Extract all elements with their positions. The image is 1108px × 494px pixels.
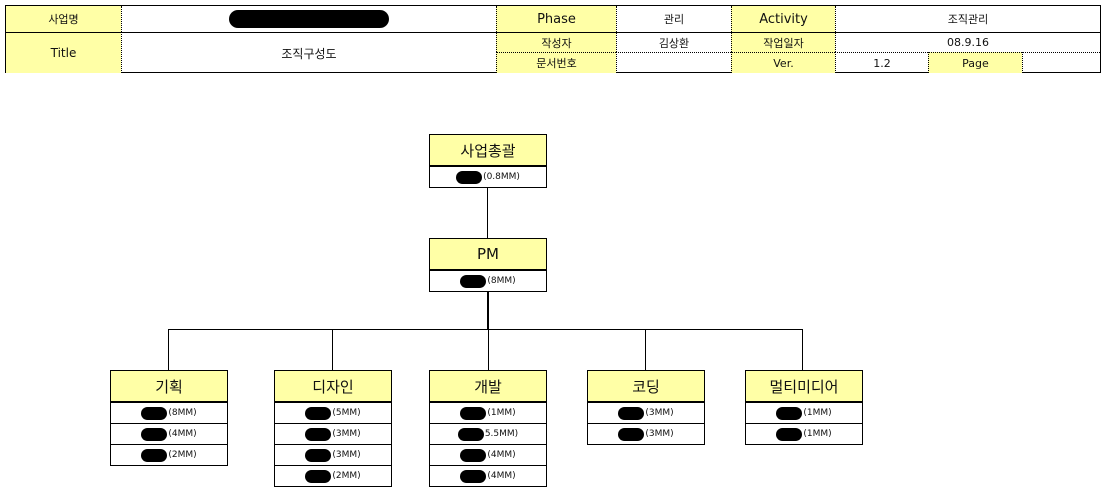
org-box-title: 코딩 <box>588 371 704 402</box>
document-header-table: 사업명 Phase 관리 Activity 조직관리 Title 조직구성도 작… <box>5 5 1101 73</box>
member-mm: (1MM) <box>487 408 516 418</box>
connector-top-pm <box>487 186 488 238</box>
member-row: (5MM) <box>275 402 391 423</box>
page-label: Page <box>928 52 1022 73</box>
redacted-name <box>460 274 487 288</box>
redacted-name <box>305 427 332 441</box>
org-box-multimedia: 멀티미디어 (1MM) (1MM) <box>745 370 863 445</box>
phase-label: Phase <box>496 6 616 32</box>
redacted-name <box>141 406 168 420</box>
redacted-project-name <box>229 10 389 28</box>
org-box-title: 디자인 <box>275 371 391 402</box>
member-mm: (2MM) <box>168 450 197 460</box>
redacted-name <box>618 406 645 420</box>
org-box-design: 디자인 (5MM) (3MM) (3MM) (2MM) <box>274 370 392 487</box>
project-name-cell <box>121 6 496 32</box>
member-mm: (2MM) <box>332 471 361 481</box>
title-label: Title <box>6 32 121 73</box>
member-mm: (3MM) <box>645 429 674 439</box>
member-row: (2MM) <box>275 465 391 486</box>
member-row: (1MM) <box>430 402 546 423</box>
member-row: (8MM) <box>111 402 227 423</box>
redacted-name <box>460 406 487 420</box>
member-mm: (3MM) <box>332 429 361 439</box>
member-mm: (8MM) <box>487 276 516 286</box>
org-box-title: 사업총괄 <box>430 135 546 166</box>
org-box-executive: 사업총괄 (0.8MM) <box>429 134 547 188</box>
member-row: (3MM) <box>588 423 704 444</box>
org-box-pm: PM (8MM) <box>429 238 547 292</box>
member-mm: (5MM) <box>332 408 361 418</box>
member-mm: (3MM) <box>645 408 674 418</box>
redacted-name <box>305 448 332 462</box>
version-value: 1.2 <box>835 52 928 73</box>
member-mm: (4MM) <box>168 429 197 439</box>
member-row: (3MM) <box>275 423 391 444</box>
org-box-planning: 기획 (8MM) (4MM) (2MM) <box>110 370 228 466</box>
member-row: (4MM) <box>430 465 546 486</box>
member-row: (4MM) <box>111 423 227 444</box>
author-value: 김상환 <box>616 32 731 52</box>
member-mm: (4MM) <box>487 471 516 481</box>
doc-number-label: 문서번호 <box>496 52 616 73</box>
member-mm: (0.8MM) <box>483 172 520 182</box>
member-mm: (1MM) <box>803 408 832 418</box>
org-box-title: 개발 <box>430 371 546 402</box>
member-row: (2MM) <box>111 444 227 465</box>
redacted-name <box>305 406 332 420</box>
member-mm: (1MM) <box>803 429 832 439</box>
redacted-name <box>141 427 168 441</box>
org-box-title: PM <box>430 239 546 270</box>
member-row: (3MM) <box>275 444 391 465</box>
member-row: 5.5MM) <box>430 423 546 444</box>
member-row: (1MM) <box>746 402 862 423</box>
redacted-name <box>456 170 483 184</box>
member-row: (4MM) <box>430 444 546 465</box>
connector-team-4 <box>645 329 646 370</box>
title-value: 조직구성도 <box>121 32 496 73</box>
activity-label: Activity <box>731 6 835 32</box>
page-value <box>1022 52 1100 73</box>
redacted-name <box>618 427 645 441</box>
connector-horizontal <box>168 329 802 330</box>
connector-team-1 <box>168 329 169 370</box>
connector-pm-branch <box>487 290 489 330</box>
date-value: 08.9.16 <box>835 32 1100 52</box>
redacted-name <box>460 448 487 462</box>
project-label: 사업명 <box>6 6 121 32</box>
member-mm: (8MM) <box>168 408 197 418</box>
member-row: (8MM) <box>430 270 546 291</box>
author-label: 작성자 <box>496 32 616 52</box>
member-row: (3MM) <box>588 402 704 423</box>
redacted-name <box>457 427 484 441</box>
org-box-coding: 코딩 (3MM) (3MM) <box>587 370 705 445</box>
org-box-title: 기획 <box>111 371 227 402</box>
phase-value: 관리 <box>616 6 731 32</box>
redacted-name <box>776 427 803 441</box>
date-label: 작업일자 <box>731 32 835 52</box>
member-mm: (4MM) <box>487 450 516 460</box>
connector-team-2 <box>332 329 333 370</box>
org-box-title: 멀티미디어 <box>746 371 862 402</box>
member-mm: 5.5MM) <box>484 429 519 439</box>
connector-team-3 <box>488 329 489 370</box>
connector-team-5 <box>802 329 803 370</box>
redacted-name <box>776 406 803 420</box>
redacted-name <box>460 469 487 483</box>
member-row: (0.8MM) <box>430 166 546 187</box>
member-mm: (3MM) <box>332 450 361 460</box>
doc-number-value <box>616 52 731 73</box>
org-box-development: 개발 (1MM) 5.5MM) (4MM) (4MM) <box>429 370 547 487</box>
version-label: Ver. <box>731 52 835 73</box>
redacted-name <box>305 469 332 483</box>
activity-value: 조직관리 <box>835 6 1100 32</box>
redacted-name <box>141 448 168 462</box>
member-row: (1MM) <box>746 423 862 444</box>
